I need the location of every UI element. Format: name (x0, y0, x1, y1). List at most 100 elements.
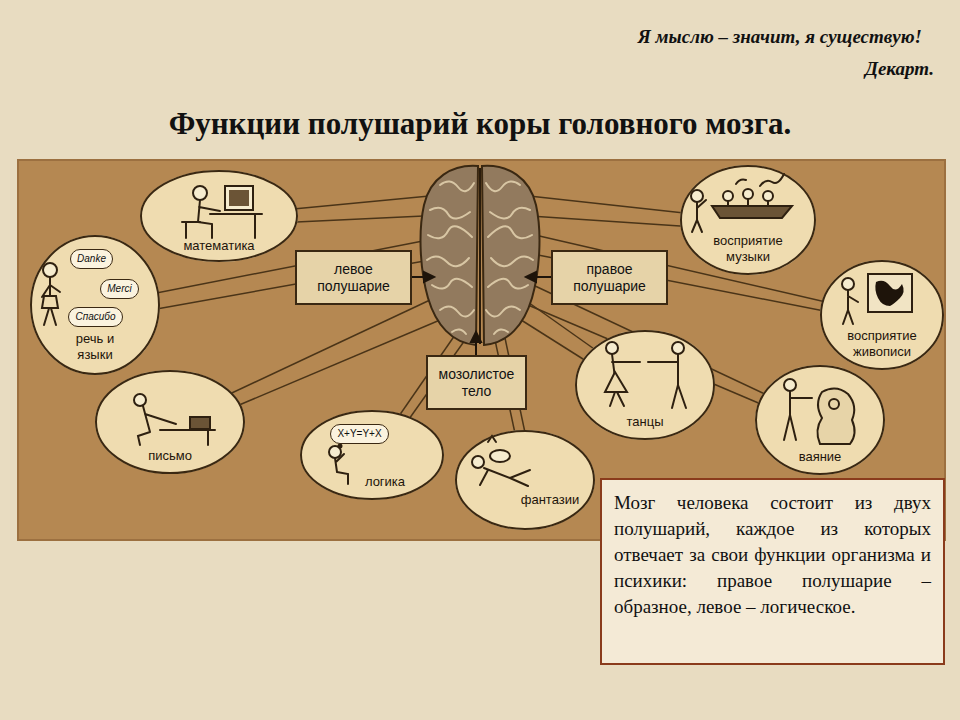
logic-figure-part (339, 445, 342, 448)
dance-figure-part (606, 342, 618, 354)
box-label: мозолистое тело (434, 366, 519, 400)
callosum-box: мозолистое тело (426, 355, 527, 410)
note-text: Мозг человека состоит из двух полушарий,… (614, 490, 931, 620)
function-ellipse: фантазии (455, 430, 595, 530)
brain-part (479, 168, 481, 344)
function-label: математика (140, 238, 298, 254)
speech-bubble: Danke (70, 249, 113, 269)
brain (421, 166, 540, 345)
figures (42, 174, 912, 486)
brain-part-part (486, 306, 520, 316)
quote-text: Я мыслю – значит, я существую! (638, 26, 922, 48)
music-figure-part (763, 191, 773, 201)
music-figure-part (691, 190, 703, 202)
math-figure-part (229, 190, 249, 206)
ellipse-outline-shape (301, 411, 443, 499)
music-figure-part (712, 206, 792, 218)
brain-part-part (440, 181, 474, 191)
brain-part-part (432, 279, 472, 289)
writing-figure-part (160, 430, 215, 445)
ellipse-fills-part (455, 430, 595, 530)
ellipse-fills-part (820, 260, 944, 370)
brain-part-part (491, 256, 533, 266)
ellipse-fills-part (575, 330, 715, 440)
formula-text: X+Y=Y+X (337, 428, 381, 440)
function-label: логика (340, 474, 430, 490)
function-ellipse: танцы (575, 330, 715, 440)
fantasy-figure-part (472, 456, 484, 468)
logic-figure-part (335, 454, 348, 484)
brain-part (482, 166, 539, 345)
math-figure (182, 186, 262, 238)
music-figure-part (728, 199, 768, 206)
writing-figure-part (190, 417, 210, 429)
function-ellipse: восприятие живописи (820, 260, 944, 370)
box-label: правое полушарие (559, 261, 660, 295)
function-label: ваяние (755, 449, 885, 465)
writing-figure (134, 394, 215, 445)
writing-figure-part (134, 394, 146, 406)
sculpture-figure-part (817, 388, 854, 444)
ellipse-fills-part (680, 165, 816, 275)
brain-part-part (490, 208, 530, 219)
sculpture-figure-part (784, 379, 796, 391)
function-label: восприятие музыки (700, 233, 796, 265)
ellipse-fills-part (95, 370, 245, 474)
function-ellipse: ваяние (755, 365, 885, 475)
math-figure-part (193, 186, 207, 200)
dance-figure (605, 342, 686, 408)
note-box: Мозг человека состоит из двух полушарий,… (600, 478, 945, 665)
quote-author: Декарт. (865, 58, 934, 80)
bubble-text: Merci (107, 283, 131, 295)
music-figure-part (723, 191, 733, 201)
ellipse-outline-shape (576, 331, 714, 439)
brain-part-part (428, 226, 472, 238)
page-title: Функции полушарий коры головного мозга. (0, 106, 960, 142)
speech-figure (42, 263, 60, 325)
brain-part-part (452, 329, 466, 334)
sculpture-figure (784, 379, 855, 444)
title-wrap: Функции полушарий коры головного мозга. (0, 106, 960, 142)
painting-figure-part (843, 290, 858, 324)
brain-part-part (440, 306, 474, 316)
thought-bubble: X+Y=Y+X (330, 424, 389, 444)
function-ellipse: восприятие музыки (680, 165, 816, 275)
speech-figure-part (42, 296, 58, 308)
ellipse-fills (30, 165, 944, 530)
dance-figure-part (605, 372, 627, 392)
label-wrap: Я мыслю – значит, я существую! (638, 26, 922, 48)
brain-part-part (488, 279, 528, 289)
math-figure-part (198, 200, 220, 238)
fantasy-figure-part (480, 468, 530, 486)
brain-part-part (430, 208, 470, 219)
bubble-text: Спасибо (75, 311, 115, 323)
function-ellipse: речь и языки DankeMerciСпасибо (30, 235, 160, 375)
hemisphere-box: правое полушарие (551, 250, 668, 305)
ellipse-outline-shape (141, 171, 297, 261)
brain-part (421, 166, 478, 345)
box-label: левое полушарие (303, 261, 404, 295)
function-label: фантазии (515, 492, 585, 508)
speech-bubble: Спасибо (68, 307, 123, 327)
dance-figure-part (648, 354, 686, 408)
function-ellipse: письмо (95, 370, 245, 474)
fantasy-figure-part (490, 450, 510, 462)
function-ellipse: логика X+Y=Y+X (300, 410, 444, 500)
hemisphere-arrows-part (424, 272, 434, 282)
ellipse-outline-shape (821, 261, 943, 369)
function-label: речь и языки (67, 331, 123, 363)
painting-figure-part (868, 274, 912, 312)
speech-figure-part (42, 277, 60, 325)
ellipse-outline-shape (456, 431, 594, 529)
sculpture-figure-part (784, 391, 812, 440)
hemisphere-box: левое полушарие (295, 250, 412, 305)
music-figure-part (692, 200, 706, 232)
brain-part-part (427, 256, 469, 266)
logic-figure (329, 445, 348, 485)
math-figure-part (182, 214, 262, 238)
music-figure (691, 174, 792, 232)
ellipse-outline-shape (681, 166, 815, 274)
hemisphere-arrows-part (471, 332, 481, 342)
speech-bubble: Merci (100, 279, 139, 299)
